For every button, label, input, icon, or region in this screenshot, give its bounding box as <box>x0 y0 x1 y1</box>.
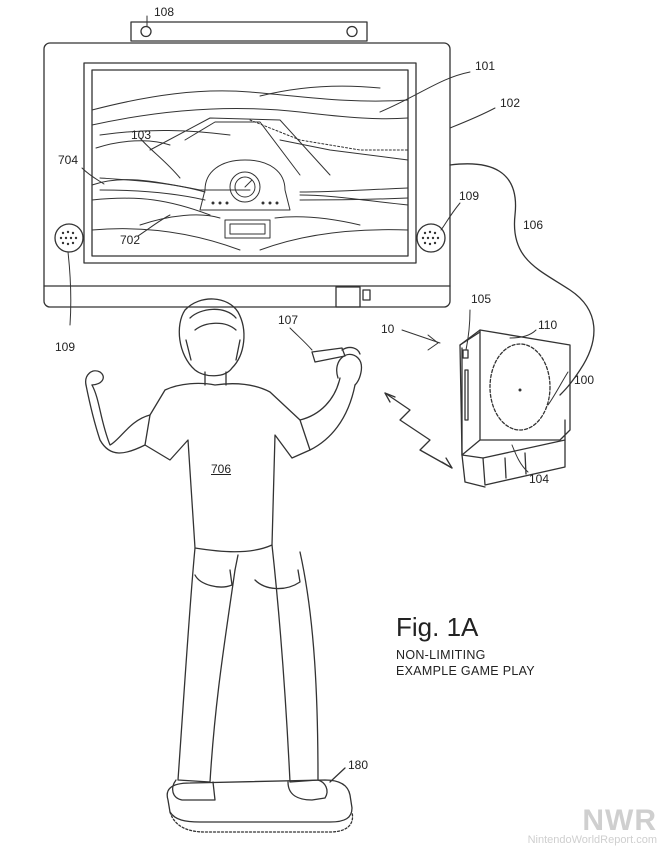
left-speaker <box>54 223 84 253</box>
ref-180: 180 <box>348 758 369 772</box>
right-speaker <box>416 223 446 253</box>
game-screen-scene <box>91 85 409 251</box>
ref-108: 108 <box>154 5 175 19</box>
ref-706: 706 <box>211 462 232 476</box>
television <box>43 42 451 308</box>
watermark: NWR NintendoWorldReport.com <box>483 804 663 848</box>
figure-subtitle-line-1: NON-LIMITING <box>396 648 486 662</box>
ref-101: 101 <box>475 59 496 73</box>
ref-106: 106 <box>523 218 544 232</box>
ref-104: 104 <box>529 472 550 486</box>
player-figure <box>85 298 363 801</box>
ref-100: 100 <box>574 373 595 387</box>
ref-110: 110 <box>538 318 558 332</box>
watermark-text: NintendoWorldReport.com <box>527 834 657 846</box>
ref-109-left: 109 <box>55 340 76 354</box>
ref-704: 704 <box>58 153 79 167</box>
game-console <box>459 329 571 488</box>
wireless-signal-arrow <box>384 392 453 469</box>
ref-109-right: 109 <box>459 189 480 203</box>
ref-102: 102 <box>500 96 521 110</box>
av-cable <box>449 163 595 396</box>
ref-10: 10 <box>381 322 395 336</box>
balance-board <box>166 767 354 833</box>
ref-105: 105 <box>471 292 492 306</box>
sensor-bar <box>130 21 368 42</box>
ref-107: 107 <box>278 313 299 327</box>
figure-subtitle-line-2: EXAMPLE GAME PLAY <box>396 664 535 678</box>
ref-103: 103 <box>131 128 152 142</box>
ref-702: 702 <box>120 233 141 247</box>
figure-title: Fig. 1A <box>396 612 479 642</box>
leader-lines <box>67 15 569 473</box>
watermark-logo: NWR <box>582 804 657 837</box>
